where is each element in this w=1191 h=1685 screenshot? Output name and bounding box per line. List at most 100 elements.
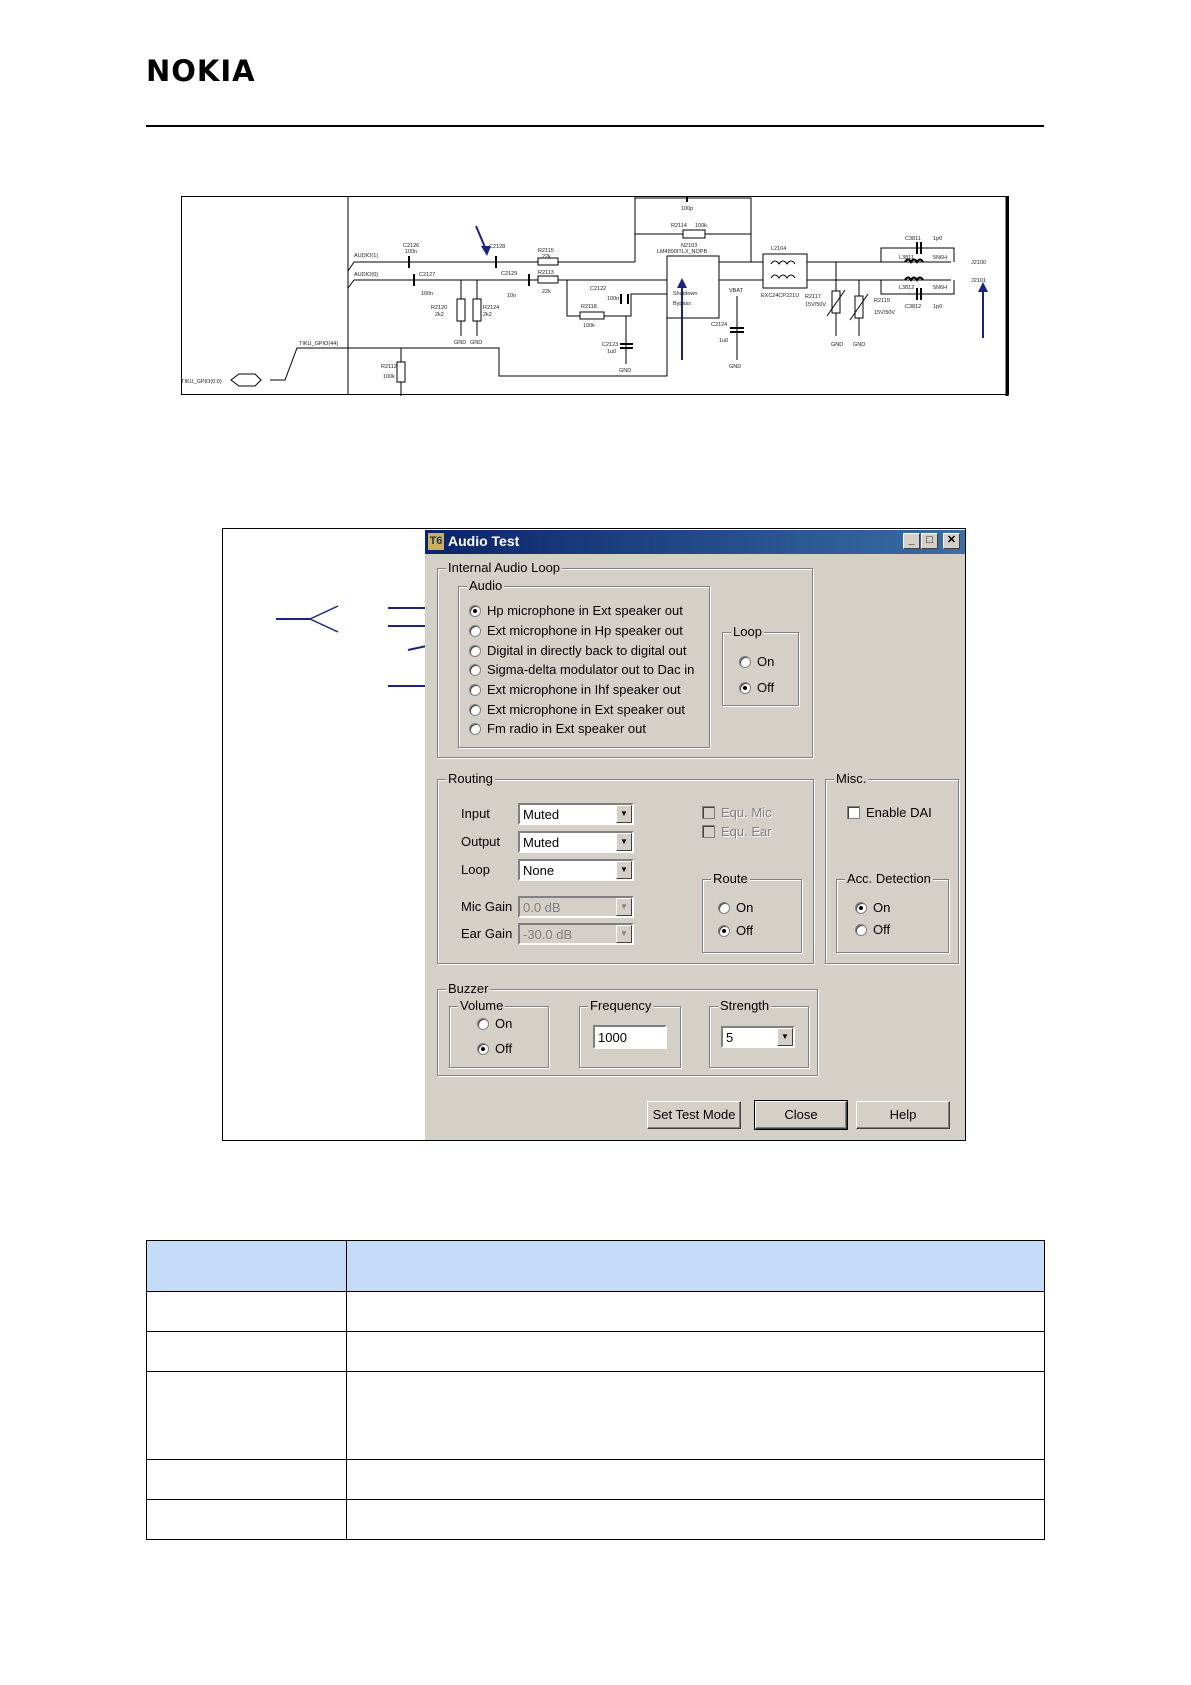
volume-off-radio[interactable]: Off xyxy=(477,1041,512,1057)
maximize-button[interactable]: □ xyxy=(921,533,938,549)
label-gnd-6: GND xyxy=(853,342,865,348)
title-bar[interactable]: T6 Audio Test _ □ ✕ xyxy=(425,530,965,554)
label-gnd-1: GND xyxy=(454,340,466,346)
label-r2124-value: 2k2 xyxy=(483,312,492,318)
route-group-title: Route xyxy=(711,871,750,887)
strength-dropdown[interactable]: 5 ▼ xyxy=(721,1026,795,1048)
label-shutdown: Shutdown xyxy=(673,291,697,297)
description-table xyxy=(146,1240,1045,1540)
label-c2126: C2126 xyxy=(403,243,419,249)
loop-group: Loop xyxy=(722,624,799,706)
volume-group: Volume xyxy=(449,998,549,1068)
close-window-button[interactable]: ✕ xyxy=(943,533,960,549)
audio-option-1[interactable]: Ext microphone in Hp speaker out xyxy=(469,623,683,639)
radio-icon xyxy=(855,924,867,936)
route-on-label: On xyxy=(736,900,754,915)
chevron-down-icon: ▼ xyxy=(616,925,632,943)
volume-on-radio[interactable]: On xyxy=(477,1016,512,1032)
label-r2112: R2112 xyxy=(381,364,397,370)
label-c3811: C3811 xyxy=(905,236,921,242)
set-test-mode-button[interactable]: Set Test Mode xyxy=(647,1101,741,1129)
output-value: Muted xyxy=(523,835,560,850)
route-off-radio[interactable]: Off xyxy=(718,923,753,939)
label-r2113: R2113 xyxy=(538,270,554,276)
table-cell xyxy=(346,1499,1045,1540)
label-c2124: C2124 xyxy=(711,322,727,328)
audio-option-label: Ext microphone in Hp speaker out xyxy=(487,623,683,638)
audio-option-4[interactable]: Ext microphone in Ihf speaker out xyxy=(469,682,681,698)
radio-icon xyxy=(477,1018,489,1030)
table-cell xyxy=(146,1371,347,1460)
acc-detection-title: Acc. Detection xyxy=(845,871,933,887)
acc-on-label: On xyxy=(873,900,891,915)
chevron-down-icon: ▼ xyxy=(777,1028,793,1046)
radio-icon xyxy=(718,902,730,914)
label-c2127: C2127 xyxy=(419,272,435,278)
label-l3812-value: 5N6H xyxy=(933,285,947,291)
table-cell xyxy=(346,1331,1045,1372)
table-row xyxy=(146,1459,1045,1500)
acc-on-radio[interactable]: On xyxy=(855,900,890,916)
table-header-row xyxy=(146,1240,1045,1292)
input-dropdown[interactable]: Muted ▼ xyxy=(518,803,634,825)
label-r2124: R2124 xyxy=(483,305,499,311)
audio-option-6[interactable]: Fm radio in Ext speaker out xyxy=(469,721,646,737)
chevron-down-icon: ▼ xyxy=(616,833,632,851)
radio-icon xyxy=(469,704,481,716)
close-button[interactable]: Close xyxy=(754,1100,848,1130)
label-c2127-value: 100n xyxy=(421,291,433,297)
label-tiku-gpio: TIKU_GPIO(44) xyxy=(299,341,338,347)
label-x2100: J2100 xyxy=(971,260,986,266)
frequency-input[interactable]: 1000 xyxy=(593,1025,667,1049)
label-c2126-value: 100n xyxy=(405,249,417,255)
equ-ear-checkbox: Equ. Ear xyxy=(702,824,772,840)
routing-loop-dropdown[interactable]: None ▼ xyxy=(518,859,634,881)
label-r2114-value: 100k xyxy=(695,223,707,229)
pointer-arrowhead xyxy=(677,278,687,288)
acc-off-radio[interactable]: Off xyxy=(855,922,890,938)
radio-icon xyxy=(469,645,481,657)
label-r2119: R2119 xyxy=(874,298,890,304)
audio-schematic: AUDIO(1) AUDIO(0) C2126 100n C2127 100n … xyxy=(181,196,1010,396)
audio-option-3[interactable]: Sigma-delta modulator out to Dac in xyxy=(469,662,694,678)
label-c3812-value: 1p0 xyxy=(933,304,942,310)
label-r2117: R2117 xyxy=(805,294,821,300)
strength-value: 5 xyxy=(726,1030,734,1045)
audio-option-5[interactable]: Ext microphone in Ext speaker out xyxy=(469,702,685,718)
buzzer-group-title: Buzzer xyxy=(446,981,491,997)
loop-off-radio[interactable]: Off xyxy=(739,680,774,696)
checkbox-icon xyxy=(702,806,715,819)
frequency-group: Frequency xyxy=(579,998,681,1068)
label-l2104-value: EXC24CP221U xyxy=(761,293,799,299)
label-c2122: C2122 xyxy=(590,286,606,292)
help-button[interactable]: Help xyxy=(856,1101,950,1129)
loop-on-radio[interactable]: On xyxy=(739,654,774,670)
schematic-drawing: AUDIO(1) AUDIO(0) C2126 100n C2127 100n … xyxy=(181,196,1009,396)
label-c2129-value: 10n xyxy=(507,293,516,299)
radio-icon xyxy=(718,925,730,937)
label-n2103-value: LM4890ITLX_NOPB xyxy=(657,249,707,255)
route-on-radio[interactable]: On xyxy=(718,900,753,916)
loop-group-title: Loop xyxy=(731,624,764,640)
output-dropdown[interactable]: Muted ▼ xyxy=(518,831,634,853)
table-cell xyxy=(146,1459,347,1500)
label-c2128: C2128 xyxy=(489,244,505,250)
audio-option-2[interactable]: Digital in directly back to digital out xyxy=(469,643,686,659)
audio-option-0[interactable]: Hp microphone in Ext speaker out xyxy=(469,603,683,619)
label-tiku-gpio-2: TIKU_GPIO(0:0) xyxy=(181,379,222,385)
loop-on-label: On xyxy=(757,654,775,669)
equ-ear-label: Equ. Ear xyxy=(721,824,772,839)
audio-group-title: Audio xyxy=(467,578,505,594)
label-audio0: AUDIO(0) xyxy=(354,272,378,278)
table-row xyxy=(146,1499,1045,1540)
label-c3811-value: 1p0 xyxy=(933,236,942,242)
chevron-down-icon: ▼ xyxy=(616,805,632,823)
enable-dai-checkbox[interactable]: Enable DAI xyxy=(847,805,932,821)
route-off-label: Off xyxy=(736,923,754,938)
input-value: Muted xyxy=(523,807,560,822)
radio-icon xyxy=(739,682,751,694)
volume-off-label: Off xyxy=(495,1041,513,1056)
minimize-button[interactable]: _ xyxy=(903,533,920,549)
label-gnd-4: GND xyxy=(729,364,741,370)
label-gnd-2: GND xyxy=(470,340,482,346)
